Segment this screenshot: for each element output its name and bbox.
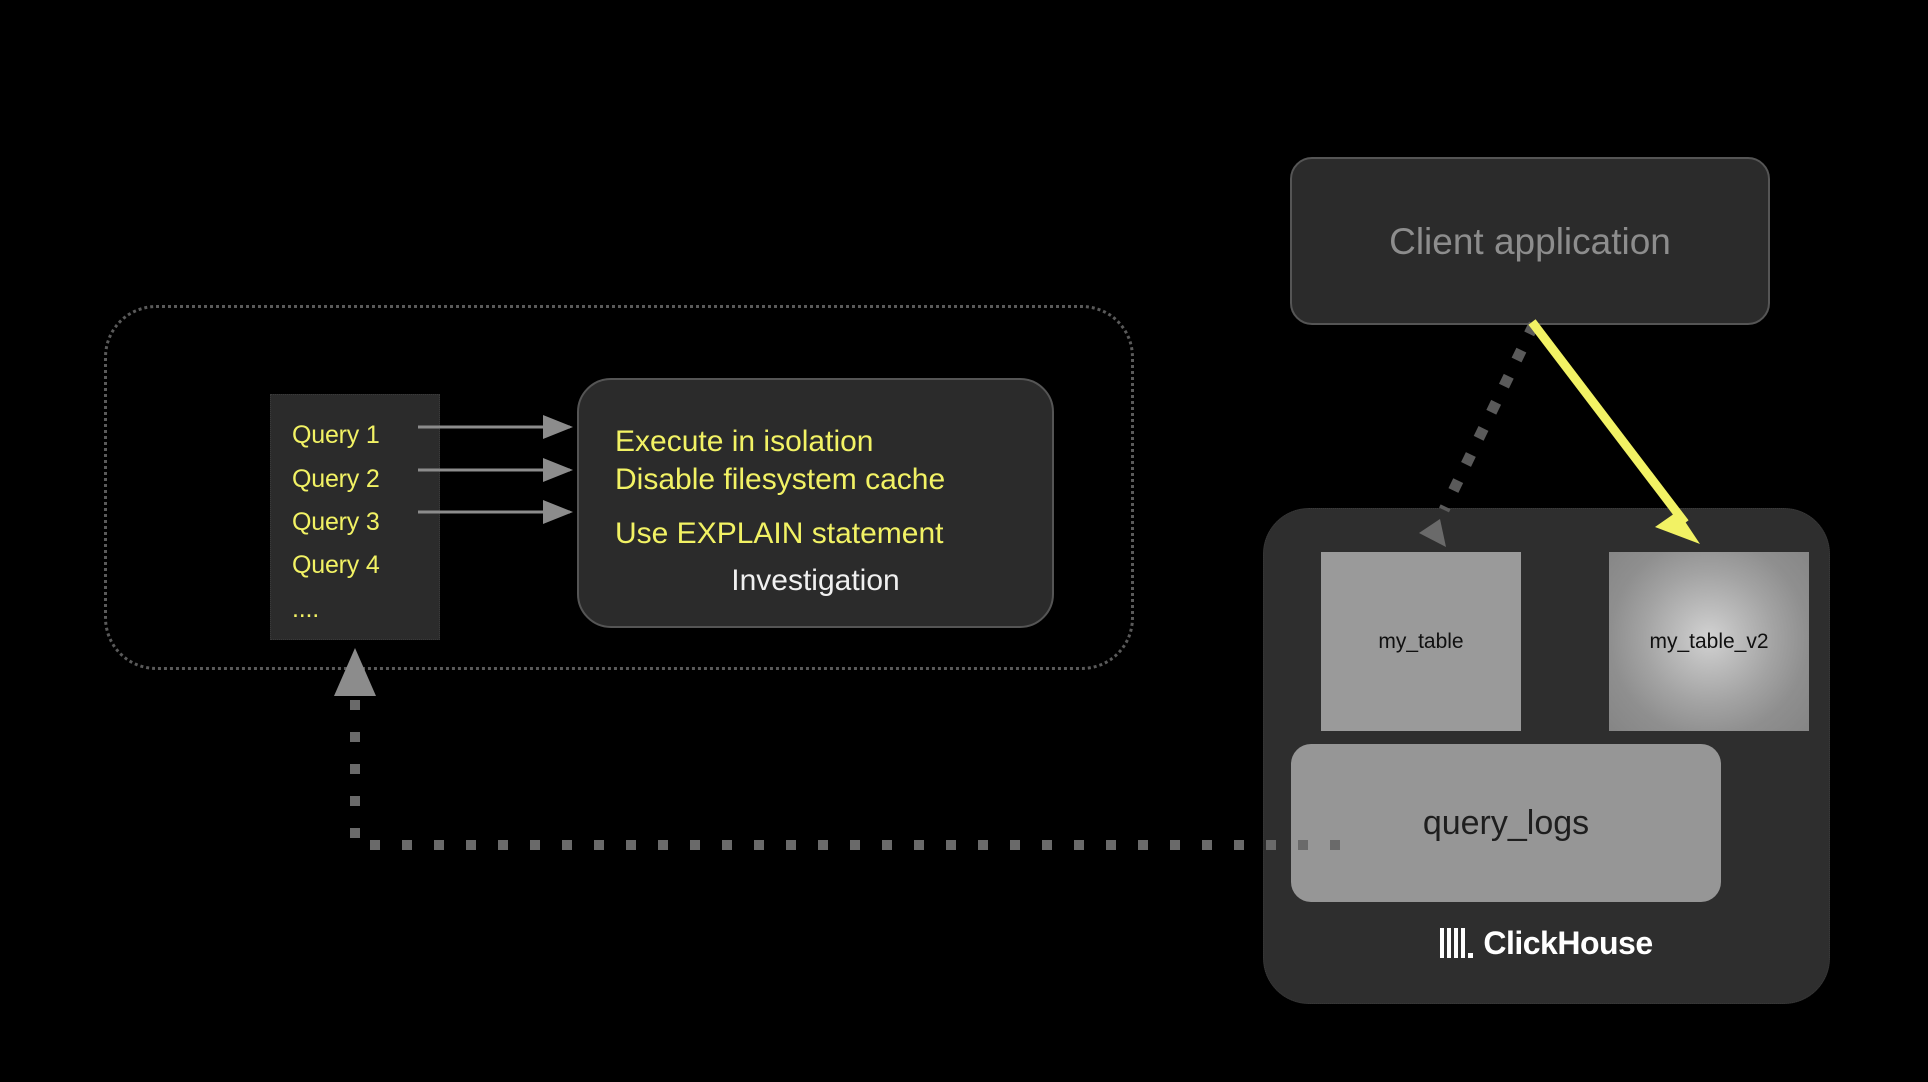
table-box-my-table[interactable]: my_table — [1321, 552, 1521, 731]
table-label-my-table-v2: my_table_v2 — [1649, 630, 1769, 653]
query-list-item-1[interactable]: Query 1 — [292, 421, 380, 449]
query-list-ellipsis: .... — [292, 595, 319, 623]
clickhouse-brand-label: ClickHouse — [1483, 925, 1653, 961]
table-box-query-logs[interactable]: query_logs — [1291, 744, 1721, 902]
investigation-panel: Execute in isolation Disable filesystem … — [577, 378, 1054, 628]
investigation-caption: Investigation — [731, 564, 900, 597]
query-list-item-2[interactable]: Query 2 — [292, 465, 380, 493]
investigation-loop-container — [104, 305, 1134, 670]
query-list-box[interactable]: Query 1 Query 2 Query 3 Query 4 .... — [270, 394, 440, 640]
query-list-item-4[interactable]: Query 4 — [292, 551, 380, 579]
table-label-query-logs: query_logs — [1422, 804, 1590, 842]
query-list-item-3[interactable]: Query 3 — [292, 508, 380, 536]
investigation-tip-2: Disable filesystem cache — [615, 463, 946, 496]
investigation-tip-3: Use EXPLAIN statement — [615, 517, 944, 550]
table-box-my-table-v2[interactable]: my_table_v2 — [1609, 552, 1809, 731]
client-application-box: Client application — [1290, 157, 1770, 325]
table-label-my-table: my_table — [1378, 630, 1464, 653]
arrow-client-to-my-table — [1419, 321, 1539, 547]
clickhouse-logo: ClickHouse — [1264, 923, 1829, 963]
arrow-client-to-my-table-v2 — [1528, 319, 1700, 544]
clickhouse-bars-icon — [1440, 928, 1474, 958]
investigation-tip-1: Execute in isolation — [615, 425, 874, 458]
clickhouse-panel: my_table my_table_v2 query_logs ClickHou… — [1263, 508, 1830, 1004]
arrow-query-logs-to-query-box — [334, 648, 1340, 850]
client-application-label: Client application — [1389, 220, 1671, 262]
